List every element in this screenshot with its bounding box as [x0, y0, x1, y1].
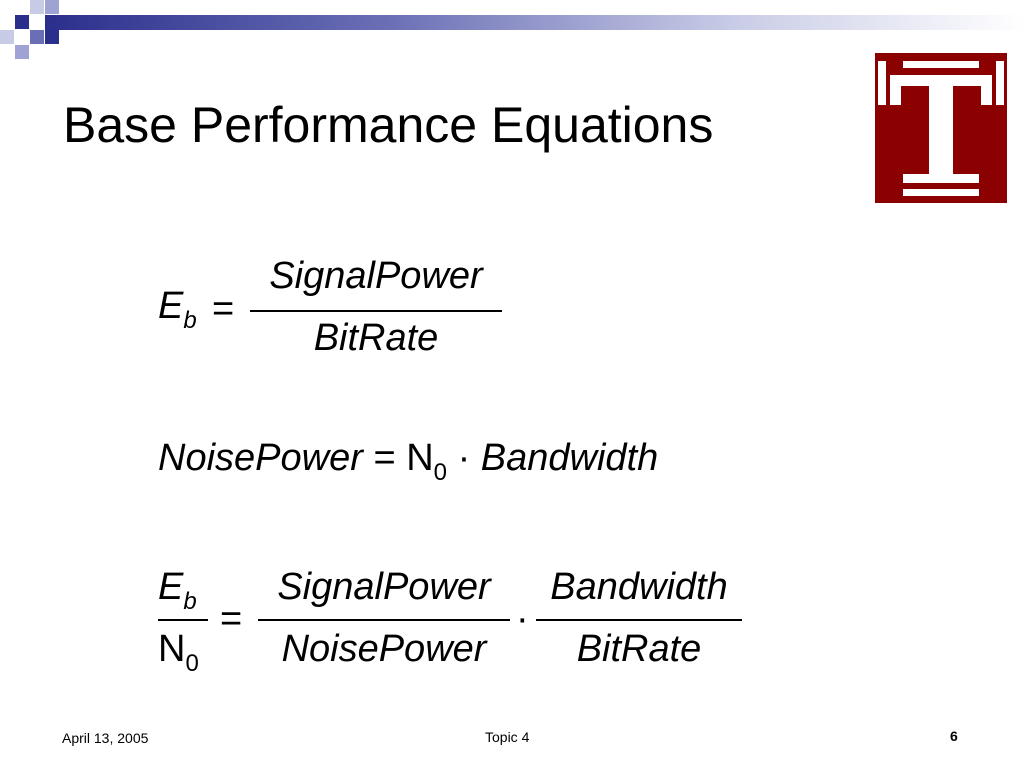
deco-square	[15, 15, 29, 29]
fraction-line	[158, 619, 208, 621]
eq3-fraction1: SignalPower NoisePower	[258, 566, 510, 678]
eq3-frac2-den: BitRate	[576, 628, 702, 670]
fraction-line	[250, 310, 502, 312]
eq2-equals: =	[373, 437, 396, 479]
slide-title: Base Performance Equations	[63, 97, 714, 153]
eq3-e-sub: b	[183, 588, 197, 615]
eq3-frac1-num: SignalPower	[277, 566, 491, 608]
deco-square	[15, 45, 29, 59]
deco-square	[45, 0, 59, 14]
eq2-rhs: Bandwidth	[480, 437, 659, 479]
eq3-equals: =	[220, 598, 243, 640]
eq2-lhs: NoisePower	[158, 437, 363, 479]
eq1-numerator: SignalPower	[269, 255, 483, 297]
eq3-fraction2: Bandwidth BitRate	[536, 566, 742, 678]
eq3-frac1-den: NoisePower	[281, 628, 487, 670]
eq3-n-sub: 0	[185, 650, 199, 677]
footer-date: April 13, 2005	[62, 730, 149, 746]
eq3-ebn0-fraction: Eb N0	[158, 566, 208, 678]
eq1-e: E	[158, 285, 184, 327]
eq2-n: N	[406, 437, 434, 479]
eq2-n-sub: 0	[433, 459, 448, 486]
eq1-denominator: BitRate	[313, 317, 439, 359]
deco-square	[30, 0, 44, 14]
eq3-denominator: N0	[158, 628, 208, 677]
eq3-dot: ·	[516, 598, 529, 640]
deco-square	[0, 30, 14, 44]
fraction-line	[258, 619, 510, 621]
temple-t-logo-icon	[875, 53, 1007, 203]
deco-square	[30, 30, 44, 44]
eq3-numerator: Eb	[158, 566, 208, 615]
footer-topic: Topic 4	[485, 729, 530, 745]
header-decoration	[0, 0, 1024, 70]
fraction-line	[536, 619, 742, 621]
deco-gradient-bar	[45, 15, 1024, 30]
eq2-dot: ·	[457, 437, 471, 479]
eq1-fraction: SignalPower BitRate	[250, 255, 502, 365]
eq2: NoisePower = N0 · Bandwidth	[158, 437, 659, 486]
eq3-frac2-num: Bandwidth	[550, 566, 728, 608]
footer-page-number: 6	[950, 728, 958, 744]
eq1-equals: =	[212, 288, 235, 330]
eq1-sub: b	[183, 307, 197, 334]
deco-square	[45, 30, 59, 44]
eq3-n: N	[158, 628, 186, 670]
eq3-e: E	[158, 566, 184, 608]
eq1-lhs: Eb	[158, 285, 197, 334]
